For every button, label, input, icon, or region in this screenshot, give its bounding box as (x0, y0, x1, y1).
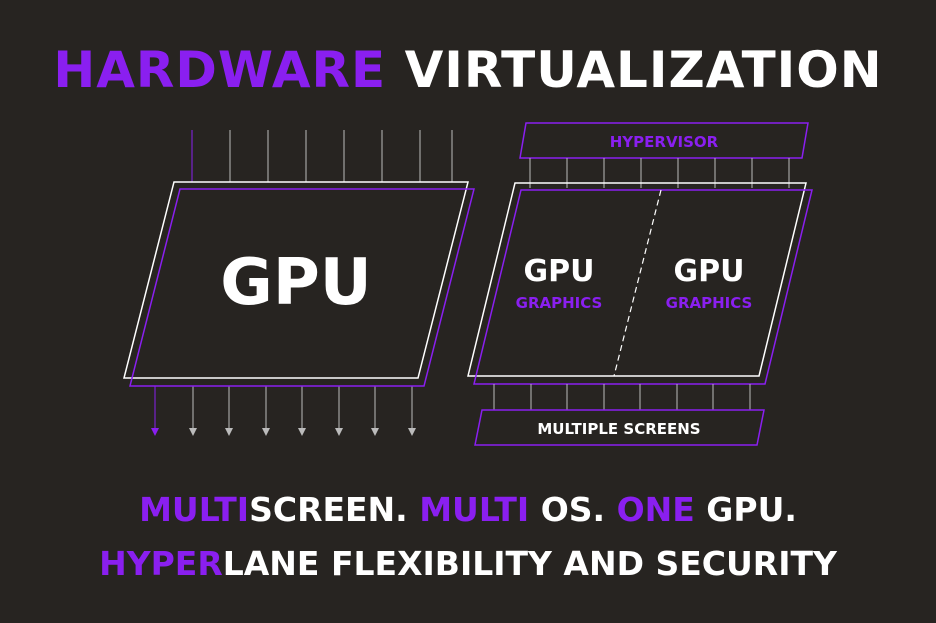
partition-2-title: GPU (674, 254, 745, 289)
tag2-hyper: HYPER (99, 544, 223, 583)
tag1-gpu: GPU. (706, 490, 797, 529)
tagline-multi-screen: MULTISCREEN. MULTI OS. ONE GPU. (0, 490, 936, 530)
partition-1-title: GPU (524, 254, 595, 289)
tag1-one: ONE (616, 490, 695, 529)
partition-2-subtitle: GRAPHICS (666, 294, 753, 312)
tag2-lane: LANE (222, 544, 320, 583)
multiple-screens-label: MULTIPLE SCREENS (537, 420, 700, 438)
screens-connectors (493, 384, 751, 410)
hypervisor-bar: HYPERVISOR (519, 122, 809, 159)
tag1-os: OS. (540, 490, 606, 529)
partition-divider (613, 189, 662, 377)
output-arrows (151, 386, 416, 436)
tag1-multi: MULTI (139, 490, 250, 529)
tag1-screen: SCREEN. (249, 490, 408, 529)
tagline-hyperlane: HYPERLANE FLEXIBILITY AND SECURITY (0, 544, 936, 584)
partition-1-subtitle: GRAPHICS (516, 294, 603, 312)
hypervisor-label: HYPERVISOR (610, 133, 719, 151)
title-hardware: HARDWARE (53, 41, 387, 99)
multiple-screens-bar: MULTIPLE SCREENS (474, 409, 765, 446)
input-lines (191, 130, 453, 182)
gpu-block: GPU (123, 181, 475, 387)
tag1-multi-2: MULTI (419, 490, 530, 529)
tag2-flexibility: FLEXIBILITY AND SECURITY (330, 544, 837, 583)
virtual-gpu-block: GPU GRAPHICS GPU GRAPHICS (467, 182, 813, 385)
page-title: HARDWARE VIRTUALIZATION (0, 40, 936, 100)
title-virtualization: VIRTUALIZATION (404, 41, 883, 99)
gpu-label: GPU (220, 246, 371, 320)
